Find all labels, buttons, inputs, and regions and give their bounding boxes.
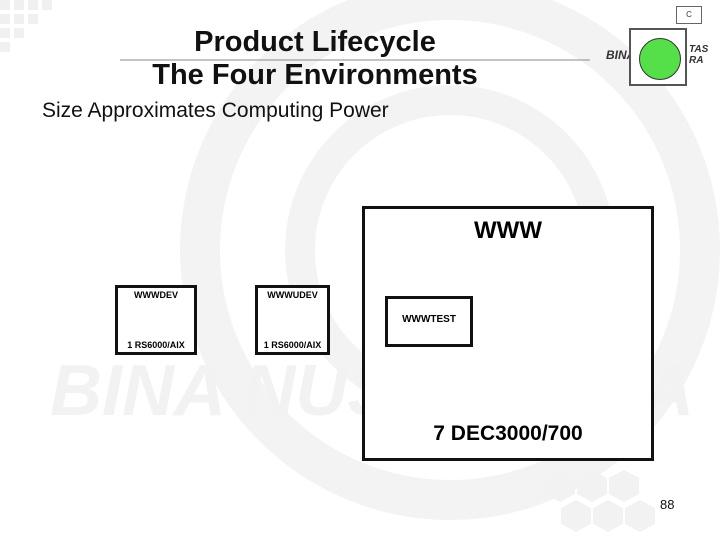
server-name-www: WWW [474, 217, 542, 244]
slide-subtitle: Size Approximates Computing Power [42, 99, 389, 122]
server-name-wwwudev: WWWUDEV [267, 290, 318, 300]
copyright-badge: C [676, 6, 702, 24]
logo-text-right-line2: RA [689, 55, 704, 66]
logo [629, 28, 687, 86]
server-name-wwwtest: WWWTEST [402, 314, 456, 325]
slide-title: Product Lifecycle The Four Environments [60, 26, 570, 92]
title-line-1: Product Lifecycle [194, 26, 436, 58]
server-spec-www: 7 DEC3000/700 [433, 422, 583, 445]
page-number: 88 [660, 497, 675, 512]
server-spec-wwwdev: 1 RS6000/AIX [127, 340, 185, 350]
server-box-wwwudev: WWWUDEV 1 RS6000/AIX [255, 285, 330, 355]
server-box-wwwdev: WWWDEV 1 RS6000/AIX [115, 285, 197, 355]
logo-text-right: TAS RA [689, 44, 708, 66]
logo-text-left: BINA [606, 48, 636, 62]
server-box-wwwtest: WWWTEST [385, 296, 473, 347]
title-line-2: The Four Environments [152, 59, 478, 91]
server-name-wwwdev: WWWDEV [134, 290, 178, 300]
server-spec-wwwudev: 1 RS6000/AIX [263, 340, 322, 350]
logo-text-right-line1: TAS [689, 44, 709, 55]
logo-circle-icon [639, 38, 681, 80]
